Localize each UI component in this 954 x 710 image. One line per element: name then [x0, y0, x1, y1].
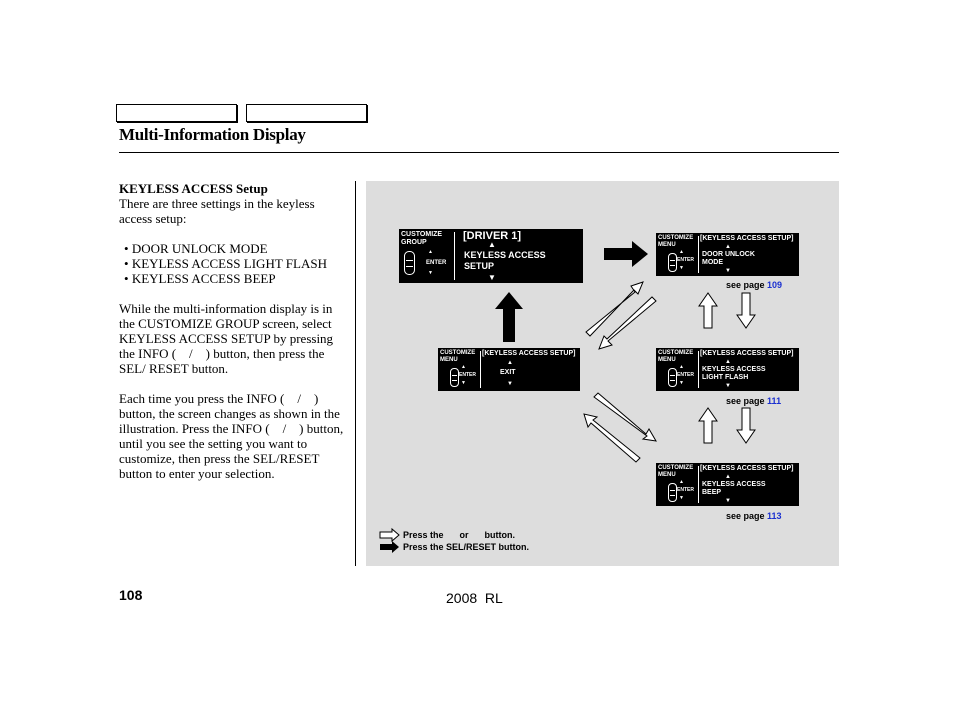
info-arrow-icon	[583, 413, 641, 463]
screen-enter-label: ENTER	[459, 372, 476, 378]
info-down-arrow-icon	[736, 292, 756, 329]
screen-header: [KEYLESS ACCESS SETUP]	[482, 350, 576, 357]
column-divider	[355, 181, 356, 566]
screen-separator	[698, 351, 699, 388]
page-title: Multi-Information Display	[119, 125, 306, 144]
screen-enter-label: ENTER	[677, 257, 694, 263]
scroll-down-icon: ▼	[725, 383, 731, 389]
page-link[interactable]: 113	[767, 511, 782, 521]
screen-item: EXIT	[500, 369, 516, 376]
page-link[interactable]: 109	[767, 280, 783, 290]
info-knob-icon	[404, 251, 415, 275]
screen-header: [KEYLESS ACCESS SETUP]	[700, 235, 794, 242]
scroll-down-icon: ▼	[488, 273, 496, 282]
screen-item: KEYLESS ACCESS BEEP	[702, 481, 766, 496]
title-divider	[119, 152, 839, 153]
scroll-down-icon: ▼	[507, 381, 513, 387]
knob-up-icon: ▲	[679, 249, 684, 255]
display-flow-illustration: CUSTOMIZE GROUP ▲ ENTER ▼ [DRIVER 1] ▲ K…	[366, 181, 839, 566]
page-link[interactable]: 111	[767, 396, 782, 406]
info-knob-icon	[668, 483, 677, 502]
section-heading: KEYLESS ACCESS Setup	[119, 181, 268, 196]
knob-down-icon: ▼	[461, 380, 466, 386]
info-up-arrow-icon	[698, 292, 718, 329]
screen-menu-label: CUSTOMIZE GROUP	[401, 231, 443, 246]
sel-reset-arrow-icon	[604, 241, 648, 267]
see-page-label: see page	[726, 280, 765, 290]
screen-header: [DRIVER 1]	[463, 230, 522, 242]
info-knob-icon	[450, 368, 459, 387]
settings-list: DOOR UNLOCK MODE KEYLESS ACCESS LIGHT FL…	[119, 241, 344, 286]
screen-header: [KEYLESS ACCESS SETUP]	[700, 350, 794, 357]
knob-down-icon: ▼	[428, 270, 433, 276]
screen-separator	[698, 466, 699, 503]
knob-down-icon: ▼	[679, 380, 684, 386]
knob-up-icon: ▲	[679, 364, 684, 370]
info-arrow-icon	[585, 281, 644, 337]
screen-menu-label: CUSTOMIZE MENU	[440, 350, 476, 363]
scroll-down-icon: ▼	[725, 268, 731, 274]
scroll-down-icon: ▼	[725, 498, 731, 504]
text-column: KEYLESS ACCESS Setup There are three set…	[119, 181, 344, 496]
display-screen-light-flash: CUSTOMIZE MENU ▲ ENTER ▼ [KEYLESS ACCESS…	[656, 348, 799, 391]
screen-separator	[698, 236, 699, 273]
see-page-label: see page	[726, 396, 765, 406]
info-down-arrow-icon	[736, 407, 756, 444]
see-page-reference: see page 109	[726, 280, 782, 290]
legend-info-button: Press the or button.	[403, 530, 516, 540]
screen-separator	[454, 232, 455, 280]
intro-paragraph: There are three settings in the keyless …	[119, 196, 315, 226]
info-up-arrow-icon	[698, 407, 718, 444]
screen-menu-label: CUSTOMIZE MENU	[658, 350, 694, 363]
display-screen-beep: CUSTOMIZE MENU ▲ ENTER ▼ [KEYLESS ACCESS…	[656, 463, 799, 506]
knob-up-icon: ▲	[461, 364, 466, 370]
knob-up-icon: ▲	[679, 479, 684, 485]
legend-solid-arrow-icon	[380, 541, 399, 553]
screen-item: DOOR UNLOCK MODE	[702, 251, 755, 266]
screen-header: [KEYLESS ACCESS SETUP]	[700, 465, 794, 472]
display-screen-door-unlock-mode: CUSTOMIZE MENU ▲ ENTER ▼ [KEYLESS ACCESS…	[656, 233, 799, 276]
flow-arrows	[379, 241, 756, 553]
screen-menu-label: CUSTOMIZE MENU	[658, 465, 694, 478]
display-screen-exit: CUSTOMIZE MENU ▲ ENTER ▼ [KEYLESS ACCESS…	[438, 348, 580, 391]
scroll-up-icon: ▲	[725, 359, 731, 365]
list-item: DOOR UNLOCK MODE	[119, 241, 344, 256]
see-page-label: see page	[726, 511, 765, 521]
screen-menu-label: CUSTOMIZE MENU	[658, 235, 694, 248]
info-arrow-icon	[598, 296, 657, 350]
instruction-paragraph: Each time you press the INFO ( / ) butto…	[119, 391, 344, 481]
scroll-up-icon: ▲	[488, 240, 496, 249]
list-item: KEYLESS ACCESS LIGHT FLASH	[119, 256, 344, 271]
legend-sel-reset-button: Press the SEL/RESET button.	[403, 542, 530, 552]
scroll-up-icon: ▲	[725, 474, 731, 480]
knob-down-icon: ▼	[679, 495, 684, 501]
screen-item: KEYLESS ACCESS LIGHT FLASH	[702, 366, 766, 381]
header-tab-box	[246, 104, 367, 122]
header-tab-box	[116, 104, 237, 122]
screen-enter-label: ENTER	[426, 260, 447, 266]
info-knob-icon	[668, 368, 677, 387]
screen-separator	[480, 351, 481, 388]
knob-up-icon: ▲	[428, 249, 433, 255]
sel-reset-arrow-icon	[495, 292, 523, 342]
page-number: 108	[119, 587, 143, 603]
screen-enter-label: ENTER	[677, 372, 694, 378]
list-item: KEYLESS ACCESS BEEP	[119, 271, 344, 286]
scroll-up-icon: ▲	[725, 244, 731, 250]
info-knob-icon	[668, 253, 677, 272]
footer-model: 2008 RL	[446, 590, 503, 606]
display-screen-customize-group: CUSTOMIZE GROUP ▲ ENTER ▼ [DRIVER 1] ▲ K…	[399, 229, 583, 283]
info-arrow-icon	[593, 392, 657, 442]
instruction-paragraph: While the multi-information display is i…	[119, 301, 334, 376]
knob-down-icon: ▼	[679, 265, 684, 271]
see-page-reference: see page 111	[726, 396, 781, 406]
screen-enter-label: ENTER	[677, 487, 694, 493]
legend-outline-arrow-icon	[379, 527, 400, 543]
scroll-up-icon: ▲	[507, 360, 513, 366]
screen-item: KEYLESS ACCESS SETUP	[464, 250, 546, 271]
see-page-reference: see page 113	[726, 511, 782, 521]
